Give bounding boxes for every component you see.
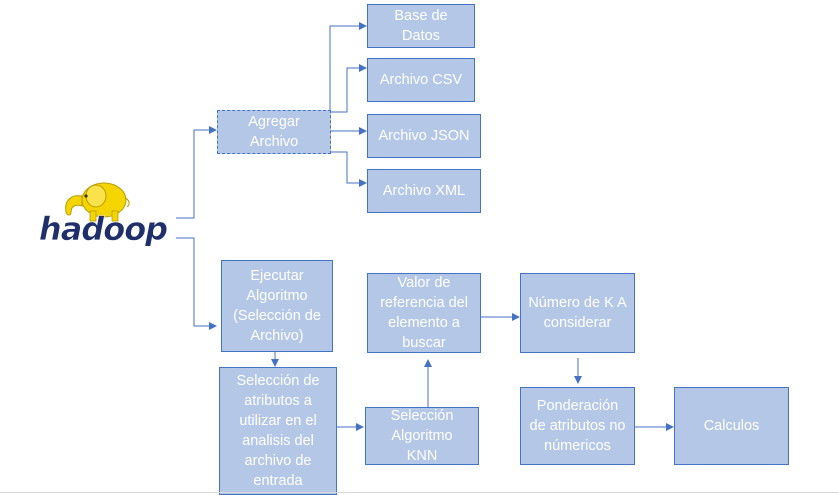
box-seleccion-algoritmo-knn-label: Selección Algoritmo KNN	[390, 408, 454, 464]
hadoop-logo-text: hadoop	[39, 210, 167, 246]
box-seleccion-atributos-label: Selección de atributos a utilizar en el …	[236, 373, 320, 489]
connector-agregar-xml	[330, 151, 367, 187]
box-ejecutar-algoritmo: Ejecutar Algoritmo (Selección de Archivo…	[221, 260, 333, 352]
box-seleccion-algoritmo-knn: Selección Algoritmo KNN	[365, 407, 479, 465]
box-valor-referencia: Valor de referencia del elemento a busca…	[367, 273, 481, 353]
box-ponderacion-atributos: Ponderación de atributos no númericos	[520, 387, 635, 465]
box-archivo-csv: Archivo CSV	[367, 58, 475, 102]
box-numero-k: Número de K A considerar	[520, 273, 635, 353]
box-agregar-archivo-label: Agregar Archivo	[248, 114, 300, 150]
box-base-de-datos: Base de Datos	[367, 4, 475, 48]
box-ejecutar-algoritmo-label: Ejecutar Algoritmo (Selección de Archivo…	[233, 268, 321, 344]
connector-hadoop-ejecutar	[176, 237, 217, 330]
box-ponderacion-atributos-label: Ponderación de atributos no númericos	[529, 398, 626, 454]
box-valor-referencia-label: Valor de referencia del elemento a busca…	[380, 275, 468, 351]
box-archivo-xml: Archivo XML	[367, 169, 481, 213]
box-archivo-json-label: Archivo JSON	[378, 128, 470, 144]
hadoop-logo: hadoop	[39, 182, 168, 246]
connector-agregar-basedatos	[329, 22, 367, 112]
box-calculos: Calculos	[674, 387, 789, 465]
box-calculos-label: Calculos	[703, 418, 760, 434]
box-agregar-archivo: Agregar Archivo	[217, 110, 331, 154]
box-base-de-datos-label: Base de Datos	[394, 8, 448, 44]
box-archivo-csv-label: Archivo CSV	[379, 72, 463, 88]
hadoop-elephant-icon	[65, 182, 130, 222]
bottom-divider	[0, 492, 839, 493]
box-seleccion-atributos: Selección de atributos a utilizar en el …	[219, 367, 337, 495]
box-numero-k-label: Número de K A considerar	[528, 295, 627, 331]
connector-hadoop-agregar	[176, 126, 217, 219]
box-archivo-xml-label: Archivo XML	[382, 183, 466, 199]
box-archivo-json: Archivo JSON	[367, 114, 481, 158]
connector-agregar-csv	[330, 64, 367, 113]
